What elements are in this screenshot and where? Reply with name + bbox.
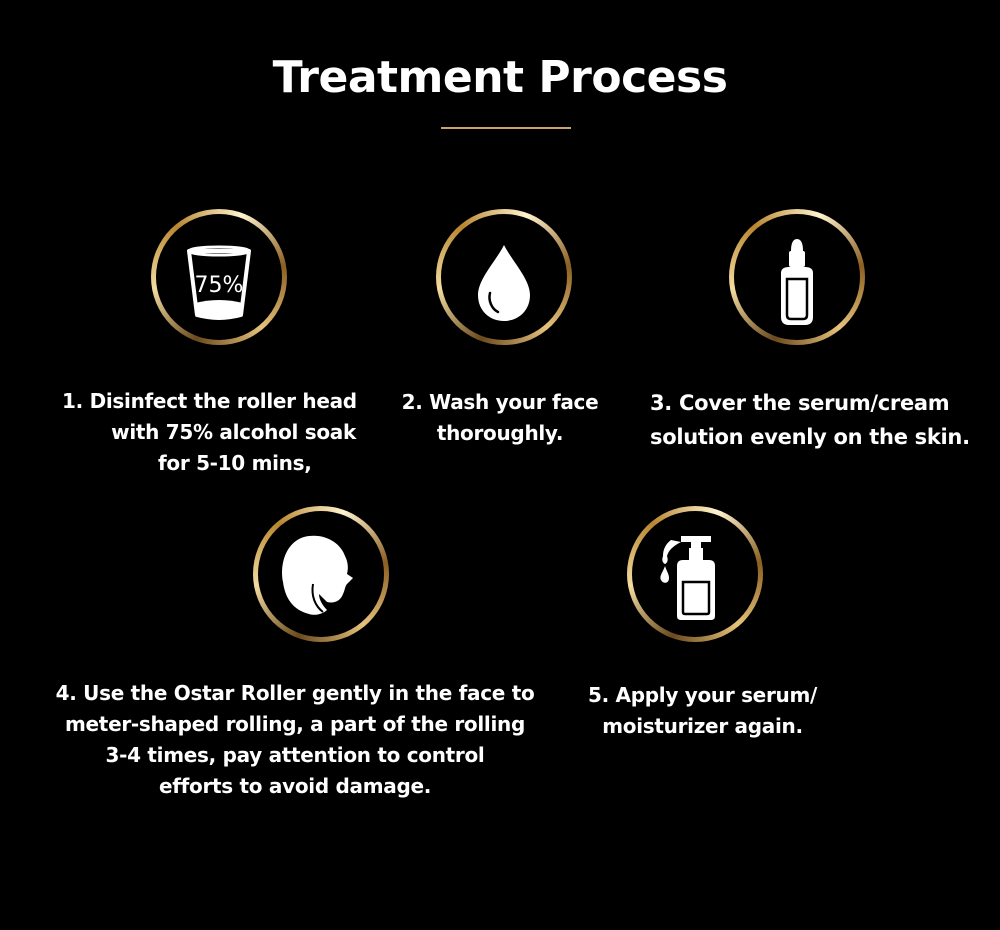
- water-drop-icon: [478, 245, 530, 321]
- step-1-line-1: 1. Disinfect the roller head: [62, 389, 357, 413]
- step-4-icon-badge: [253, 506, 389, 642]
- step-3-text: 3. Cover the serum/cream solution evenly…: [645, 386, 990, 454]
- step-3-icon-badge: [729, 209, 865, 345]
- step-1-icon-badge: 75%: [151, 209, 287, 345]
- step-4-line-2: meter-shaped rolling, a part of the roll…: [65, 712, 525, 736]
- dropper-bottle-icon: [781, 239, 813, 325]
- svg-text:75%: 75%: [195, 273, 244, 298]
- step-2-icon-badge: [436, 209, 572, 345]
- woman-face-icon: [282, 535, 353, 615]
- step-2-line-2: thoroughly.: [436, 421, 564, 445]
- pump-bottle-icon: [660, 536, 715, 620]
- step-2-text: 2. Wash your face thoroughly.: [380, 387, 620, 449]
- title-divider: [441, 127, 571, 129]
- step-5-icon-badge: [627, 506, 763, 642]
- step-5-text: 5. Apply your serum/ moisturizer again.: [570, 680, 835, 742]
- step-1-text: 1. Disinfect the roller head with 75% al…: [50, 386, 368, 479]
- step-2-line-1: 2. Wash your face: [401, 390, 599, 414]
- step-4-line-4: efforts to avoid damage.: [158, 774, 432, 798]
- step-1-line-3: for 5-10 mins,: [158, 451, 312, 475]
- step-3-line-1: 3. Cover the serum/cream: [650, 391, 950, 415]
- step-4-line-1: 4. Use the Ostar Roller gently in the fa…: [55, 681, 535, 705]
- alcohol-cup-icon: 75%: [187, 245, 251, 320]
- page-title: Treatment Process: [272, 52, 728, 103]
- step-4-line-3: 3-4 times, pay attention to control: [105, 743, 485, 767]
- step-3-line-2: solution evenly on the skin.: [650, 425, 970, 449]
- step-5-line-2: moisturizer again.: [602, 714, 803, 738]
- step-4-text: 4. Use the Ostar Roller gently in the fa…: [50, 678, 540, 802]
- step-5-line-1: 5. Apply your serum/: [587, 683, 817, 707]
- step-1-line-2: with 75% alcohol soak: [111, 420, 356, 444]
